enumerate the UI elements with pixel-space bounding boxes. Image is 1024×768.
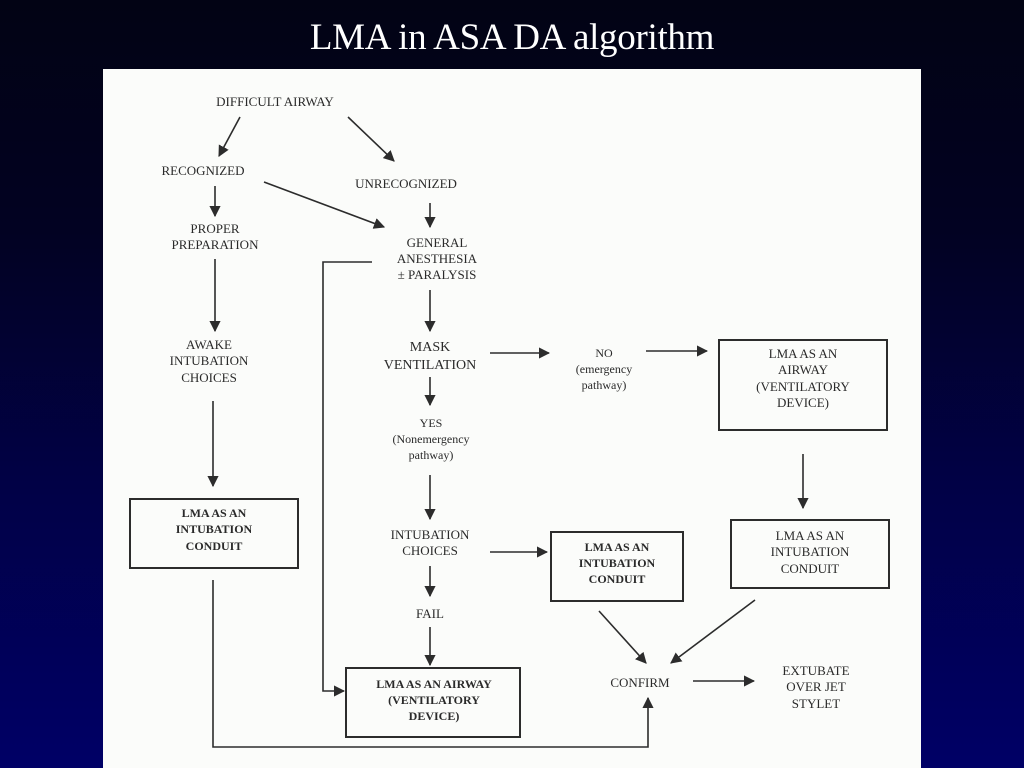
node-lma-conduit-right: LMA AS AN INTUBATION CONDUIT (730, 519, 890, 589)
slide-title: LMA in ASA DA algorithm (309, 17, 715, 58)
node-recognized: RECOGNIZED (161, 163, 244, 178)
arrow-conduit-middle-to-confirm (598, 610, 647, 664)
node-line: PROPER (190, 221, 239, 236)
node-general-anesthesia: GENERAL ANESTHESIA ± PARALYSIS (397, 235, 478, 282)
node-line: DEVICE) (409, 709, 460, 723)
node-line: CONDUIT (781, 561, 840, 576)
node-unrecognized: UNRECOGNIZED (355, 176, 457, 191)
node-line: (VENTILATORY (756, 379, 850, 394)
node-line: (Nonemergency (392, 432, 469, 446)
arrow-conduit-right-to-confirm (670, 599, 756, 664)
node-line: LMA AS AN AIRWAY (376, 677, 492, 691)
node-box (550, 531, 684, 602)
node-box (718, 339, 888, 431)
node-yes-nonemergency-pathway: YES (Nonemergency pathway) (392, 416, 469, 462)
node-line: DIFFICULT AIRWAY (216, 94, 334, 109)
node-difficult-airway: DIFFICULT AIRWAY (216, 94, 334, 109)
node-intubation-choices: INTUBATION CHOICES (391, 527, 470, 558)
node-line: LMA AS AN (585, 540, 650, 554)
node-mask-ventilation: MASK VENTILATION (384, 340, 477, 373)
node-box (345, 667, 521, 738)
node-line: VENTILATION (384, 358, 477, 373)
node-line: YES (420, 416, 443, 430)
node-line: LMA AS AN (776, 528, 845, 543)
node-line: INTUBATION (579, 556, 656, 570)
node-fail: FAIL (416, 606, 444, 621)
node-no-emergency-pathway: NO (emergency pathway) (576, 346, 632, 392)
node-lma-airway-right: LMA AS AN AIRWAY (VENTILATORY DEVICE) (718, 339, 888, 431)
node-box (129, 498, 299, 569)
arrow-conduit-left-to-confirm (212, 580, 654, 748)
node-line: NO (595, 346, 613, 360)
node-line: LMA AS AN (182, 506, 247, 520)
node-line: ± PARALYSIS (398, 267, 477, 282)
node-line: INTUBATION (391, 527, 470, 542)
arrow-anesthesia-to-lma-airway-bottom (322, 261, 372, 697)
arrow-difficult-to-unrecognized (347, 116, 395, 162)
node-line: RECOGNIZED (161, 163, 244, 178)
node-line: pathway) (582, 378, 627, 392)
node-line: PREPARATION (172, 237, 260, 252)
node-line: ANESTHESIA (397, 251, 478, 266)
node-line: CONDUIT (186, 539, 243, 553)
node-line: OVER JET (786, 679, 846, 694)
node-line: STYLET (792, 696, 840, 711)
node-box (730, 519, 890, 589)
node-line: GENERAL (407, 235, 468, 250)
node-line: FAIL (416, 606, 444, 621)
node-line: (VENTILATORY (388, 693, 480, 707)
node-confirm: CONFIRM (610, 675, 670, 690)
node-line: (emergency (576, 362, 632, 376)
node-lma-conduit-left: LMA AS AN INTUBATION CONDUIT (129, 498, 299, 569)
node-line: AIRWAY (778, 362, 829, 377)
node-line: DEVICE) (777, 395, 829, 410)
node-extubate-over-jet-stylet: EXTUBATE OVER JET STYLET (782, 663, 849, 711)
node-awake-intubation-choices: AWAKE INTUBATION CHOICES (170, 337, 249, 385)
node-proper-preparation: PROPER PREPARATION (172, 221, 260, 252)
node-line: CHOICES (181, 370, 237, 385)
node-line: MASK (410, 340, 450, 355)
diagram-panel (103, 69, 921, 768)
node-line: LMA AS AN (769, 346, 838, 361)
arrow-difficult-to-recognized (218, 116, 241, 157)
node-line: UNRECOGNIZED (355, 176, 457, 191)
node-line: INTUBATION (771, 544, 850, 559)
node-line: CONDUIT (589, 572, 646, 586)
node-line: pathway) (409, 448, 454, 462)
arrow-recognized-to-anesthesia (263, 181, 386, 229)
node-line: EXTUBATE (782, 663, 849, 678)
node-lma-conduit-middle: LMA AS AN INTUBATION CONDUIT (550, 531, 684, 602)
node-line: INTUBATION (170, 353, 249, 368)
node-line: INTUBATION (176, 522, 253, 536)
node-lma-airway-bottom: LMA AS AN AIRWAY (VENTILATORY DEVICE) (345, 667, 521, 738)
node-line: CONFIRM (610, 675, 670, 690)
node-line: CHOICES (402, 543, 458, 558)
edges (207, 116, 809, 748)
node-line: AWAKE (186, 337, 232, 352)
